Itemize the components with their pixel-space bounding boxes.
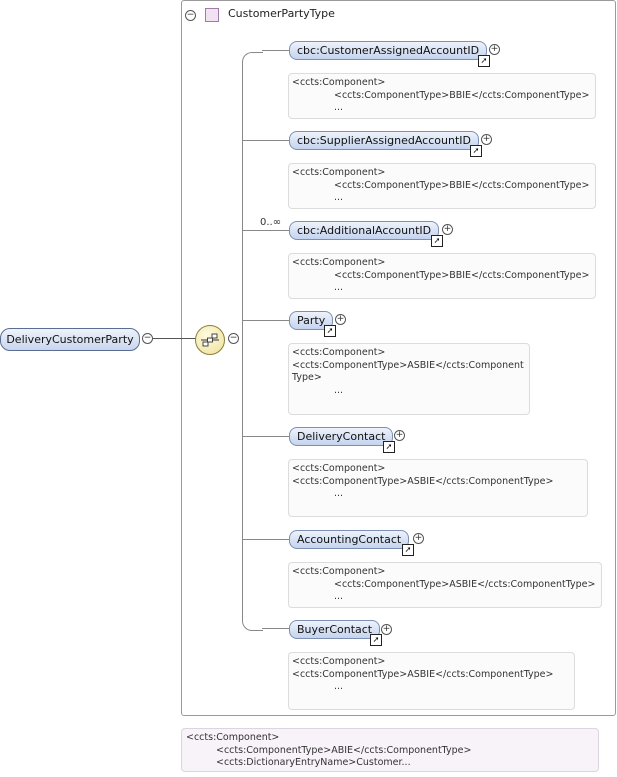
anno-line: Type> [292, 372, 322, 383]
anno-line: <ccts:ComponentType>ABIE</ccts:Component… [216, 744, 472, 756]
child-element-customer-assigned-account-id[interactable]: cbc:CustomerAssignedAccountID [289, 41, 488, 60]
anno-line: ... [334, 282, 344, 293]
anno-line: <ccts:ComponentType>BBIE</ccts:Component… [334, 89, 590, 101]
annotation-box: <ccts:Component> <ccts:ComponentType>BBI… [288, 73, 596, 119]
reference-arrow-icon: ➚ [324, 325, 336, 337]
reference-arrow-icon: ➚ [470, 145, 482, 157]
anno-line: <ccts:Component> [292, 463, 386, 474]
expand-plus-icon[interactable]: + [413, 533, 424, 544]
expand-plus-icon[interactable]: + [489, 44, 500, 55]
collapse-minus-icon[interactable]: − [228, 333, 239, 344]
anno-line: ... [334, 192, 344, 203]
branch-line [243, 436, 290, 437]
annotation-box: <ccts:Component> <ccts:ComponentType>ASB… [288, 562, 602, 608]
anno-line: <ccts:Component> [292, 566, 386, 577]
anno-line: ... [334, 591, 344, 602]
annotation-box: <ccts:Component> <ccts:ComponentType>ASB… [288, 652, 575, 710]
child-element-party[interactable]: Party [289, 311, 334, 330]
anno-line: ... [334, 102, 344, 113]
anno-line: <ccts:Component> [292, 167, 386, 178]
anno-line: <ccts:ComponentType>ASBIE</ccts:Componen… [292, 475, 554, 487]
child-element-supplier-assigned-account-id[interactable]: cbc:SupplierAssignedAccountID [289, 131, 479, 150]
reference-arrow-icon: ➚ [402, 544, 414, 556]
type-label: CustomerPartyType [228, 7, 335, 20]
connector-line [153, 338, 196, 339]
annotation-box: <ccts:Component> <ccts:ComponentType>ASB… [288, 343, 530, 415]
sequence-branch-line [242, 52, 263, 631]
annotation-box: <ccts:Component> <ccts:ComponentType>BBI… [288, 253, 596, 299]
anno-line: ... [334, 681, 344, 692]
branch-line [243, 539, 290, 540]
reference-arrow-icon: ➚ [370, 634, 382, 646]
annotation-box: <ccts:Component> <ccts:ComponentType>ASB… [288, 459, 588, 517]
anno-line: <ccts:DictionaryEntryName>Customer... [216, 757, 411, 768]
reference-arrow-icon: ➚ [431, 235, 443, 247]
expand-plus-icon[interactable]: + [335, 314, 346, 325]
branch-line [243, 320, 290, 321]
anno-line: <ccts:ComponentType>ASBIE</ccts:Componen… [292, 668, 554, 680]
anno-line: <ccts:Component> [186, 732, 280, 743]
anno-line: <ccts:Component> [292, 347, 386, 358]
branch-line [243, 140, 290, 141]
reference-arrow-icon: ➚ [383, 441, 395, 453]
collapse-minus-icon[interactable]: − [142, 333, 153, 344]
anno-line: ... [334, 384, 344, 396]
annotation-box: <ccts:Component> <ccts:ComponentType>BBI… [288, 163, 596, 209]
reference-arrow-icon: ➚ [478, 55, 490, 67]
anno-line: <ccts:Component> [292, 257, 386, 268]
child-element-buyer-contact[interactable]: BuyerContact [289, 620, 381, 639]
type-annotation-box: <ccts:Component> <ccts:ComponentType>ABI… [181, 728, 599, 772]
child-element-accounting-contact[interactable]: AccountingContact [289, 530, 410, 549]
anno-line: <ccts:ComponentType>BBIE</ccts:Component… [334, 179, 590, 191]
child-element-additional-account-id[interactable]: cbc:AdditionalAccountID [289, 221, 440, 240]
anno-line: <ccts:ComponentType>ASBIE</ccts:Componen… [334, 578, 596, 590]
child-element-delivery-contact[interactable]: DeliveryContact [289, 427, 394, 446]
expand-plus-icon[interactable]: + [394, 430, 405, 441]
branch-line [262, 50, 290, 51]
sequence-compositor-icon[interactable] [195, 325, 225, 355]
anno-line: <ccts:Component> [292, 77, 386, 88]
anno-line: ... [334, 488, 344, 499]
branch-line [243, 230, 290, 231]
occurrence-label: 0..∞ [260, 217, 282, 228]
branch-line [262, 628, 290, 629]
collapse-minus-icon[interactable]: − [185, 10, 196, 21]
anno-line: <ccts:ComponentType>ASBIE</ccts:Componen… [292, 359, 524, 371]
root-element[interactable]: DeliveryCustomerParty [0, 328, 140, 351]
anno-line: <ccts:Component> [292, 656, 386, 667]
expand-plus-icon[interactable]: + [442, 224, 453, 235]
anno-line: <ccts:ComponentType>BBIE</ccts:Component… [334, 269, 590, 281]
expand-plus-icon[interactable]: + [381, 624, 392, 635]
expand-plus-icon[interactable]: + [481, 134, 492, 145]
complex-type-icon [205, 8, 219, 22]
